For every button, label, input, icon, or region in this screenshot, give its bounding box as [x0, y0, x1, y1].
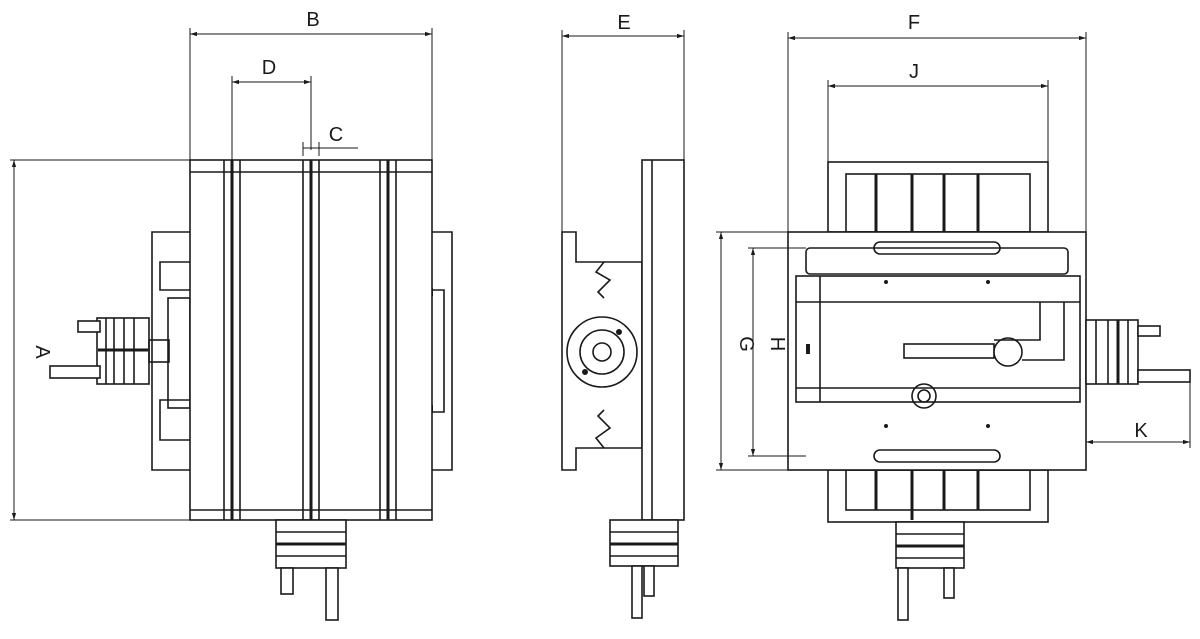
side-view-dimensions	[561, 30, 685, 232]
dimension-label-a: A	[31, 345, 53, 359]
top-view	[787, 161, 1191, 621]
dimension-label-c: C	[329, 124, 343, 146]
dimension-label-f: F	[908, 12, 920, 34]
dimension-label-b: B	[306, 9, 319, 31]
dimension-label-g: G	[735, 336, 757, 352]
front-view	[49, 159, 453, 621]
dimension-label-d: D	[262, 57, 276, 79]
top-view-dimensions	[716, 32, 1191, 471]
dimension-label-e: E	[617, 12, 630, 34]
side-view	[561, 159, 685, 619]
dimension-label-k: K	[1134, 420, 1148, 442]
dimension-label-h: H	[766, 337, 788, 351]
dimension-label-j: J	[909, 61, 919, 83]
front-view-dimensions	[10, 28, 433, 521]
